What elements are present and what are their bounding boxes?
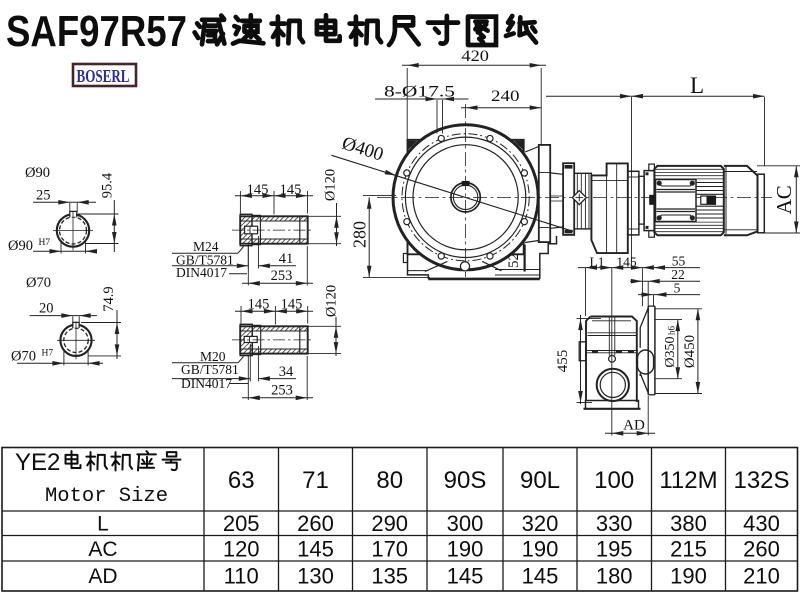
svg-text:135: 135 [371, 564, 408, 589]
svg-text:190: 190 [447, 537, 484, 562]
svg-text:95.4: 95.4 [100, 172, 116, 198]
svg-text:GB/T5781: GB/T5781 [181, 362, 239, 377]
svg-text:145: 145 [281, 297, 303, 313]
svg-text:380: 380 [670, 511, 707, 536]
svg-text:AD: AD [623, 418, 645, 434]
svg-text:63: 63 [228, 467, 255, 494]
svg-text:55: 55 [672, 254, 686, 269]
svg-text:YE2: YE2 [15, 449, 60, 476]
svg-text:M20: M20 [200, 349, 226, 364]
svg-text:71: 71 [302, 467, 329, 494]
svg-text:Ø90: Ø90 [25, 165, 50, 181]
svg-text:100: 100 [594, 467, 634, 494]
svg-text:L: L [690, 73, 704, 98]
svg-text:AC: AC [772, 185, 796, 214]
svg-text:Ø70: Ø70 [11, 349, 36, 365]
svg-text:DIN4017: DIN4017 [181, 376, 232, 391]
svg-text:145: 145 [297, 537, 334, 562]
svg-text:170: 170 [371, 537, 408, 562]
svg-text:145: 145 [447, 564, 484, 589]
svg-text:145: 145 [248, 297, 270, 313]
svg-text:260: 260 [743, 537, 780, 562]
svg-text:Motor Size: Motor Size [45, 485, 168, 508]
svg-text:AC: AC [88, 538, 117, 561]
svg-text:Ø70: Ø70 [26, 275, 51, 291]
svg-text:215: 215 [670, 537, 707, 562]
svg-text:280: 280 [350, 221, 370, 248]
svg-text:90L: 90L [520, 467, 560, 494]
svg-text:h6: h6 [667, 326, 677, 336]
svg-text:Ø120: Ø120 [324, 285, 340, 317]
svg-text:Ø120: Ø120 [322, 169, 338, 201]
svg-text:SAF97R57: SAF97R57 [6, 7, 187, 56]
svg-text:74.9: 74.9 [101, 286, 117, 311]
svg-text:120: 120 [223, 537, 260, 562]
svg-text:M24: M24 [193, 239, 219, 254]
svg-text:420: 420 [461, 48, 489, 65]
svg-text:BOSERL: BOSERL [77, 66, 130, 86]
svg-text:455: 455 [555, 350, 571, 373]
svg-text:130: 130 [297, 564, 334, 589]
svg-text:GB/T5781: GB/T5781 [176, 253, 234, 268]
svg-text:H7: H7 [42, 349, 54, 359]
svg-text:52: 52 [506, 253, 522, 268]
svg-text:22: 22 [671, 267, 685, 282]
svg-text:20: 20 [39, 301, 54, 317]
svg-text:253: 253 [271, 268, 293, 284]
svg-text:260: 260 [297, 511, 334, 536]
svg-text:430: 430 [743, 511, 780, 536]
svg-text:34: 34 [279, 364, 294, 380]
svg-text:180: 180 [596, 564, 633, 589]
svg-text:8-Ø17.5: 8-Ø17.5 [384, 84, 455, 101]
svg-text:145: 145 [522, 564, 559, 589]
svg-text:Ø90: Ø90 [8, 238, 33, 254]
svg-text:300: 300 [447, 511, 484, 536]
svg-text:80: 80 [376, 467, 403, 494]
svg-text:330: 330 [596, 511, 633, 536]
svg-text:110: 110 [224, 564, 259, 589]
svg-text:AD: AD [88, 565, 117, 588]
svg-text:195: 195 [596, 537, 633, 562]
svg-text:190: 190 [670, 564, 707, 589]
svg-text:H7: H7 [39, 238, 51, 248]
svg-text:253: 253 [271, 383, 293, 399]
svg-text:205: 205 [223, 511, 260, 536]
svg-text:Ø350: Ø350 [663, 336, 678, 367]
svg-text:210: 210 [743, 564, 780, 589]
svg-text:90S: 90S [444, 467, 487, 494]
svg-text:Ø450: Ø450 [682, 335, 698, 368]
svg-text:L: L [97, 513, 109, 536]
svg-text:320: 320 [522, 511, 559, 536]
svg-text:25: 25 [36, 188, 51, 204]
svg-text:5: 5 [674, 281, 681, 296]
svg-text:112M: 112M [659, 467, 717, 494]
svg-text:41: 41 [279, 251, 294, 267]
svg-text:240: 240 [491, 88, 520, 105]
svg-text:DIN4017: DIN4017 [176, 265, 227, 280]
svg-text:290: 290 [371, 511, 408, 536]
svg-text:132S: 132S [733, 467, 789, 494]
svg-text:190: 190 [522, 537, 559, 562]
